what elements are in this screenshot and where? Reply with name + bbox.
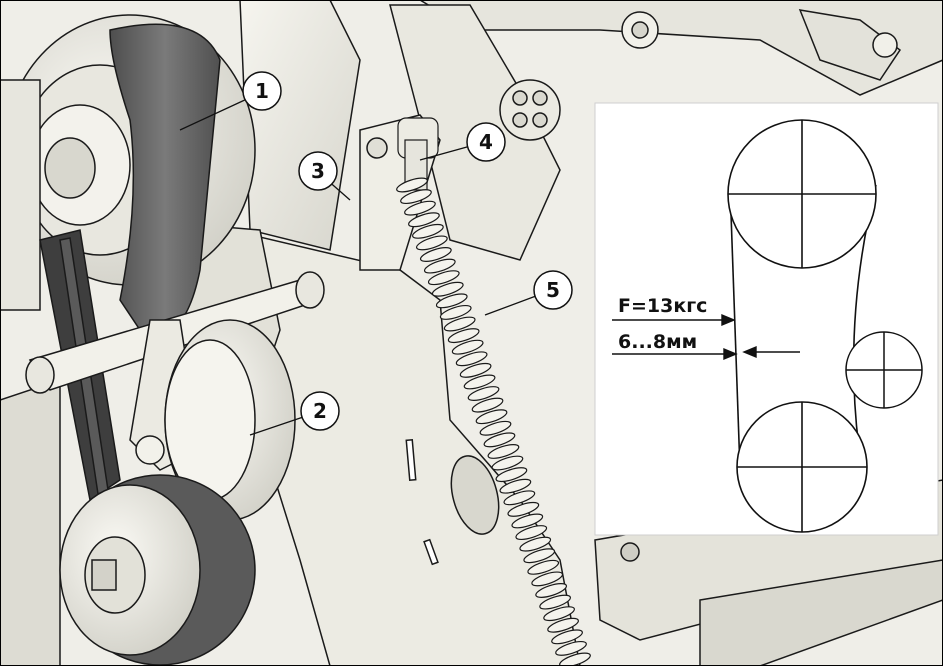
spring-coil — [527, 559, 560, 575]
spring-coil — [507, 501, 540, 517]
spring-coil — [435, 293, 468, 309]
callout-3-label: 3 — [311, 159, 325, 183]
callout-5-label: 5 — [546, 278, 560, 302]
spring-coil — [559, 652, 591, 666]
tension-inset: F=13кгс 6...8мм — [594, 102, 939, 536]
spring-coil — [479, 420, 512, 436]
spring-coil — [535, 583, 568, 598]
spring-coil — [408, 212, 440, 228]
spring-coil — [543, 606, 575, 622]
spring-coil — [427, 270, 460, 286]
callout-4-label: 4 — [479, 130, 493, 154]
spring-coil — [539, 594, 572, 610]
callout-4: 4 — [466, 122, 506, 162]
callout-5: 5 — [533, 270, 573, 310]
spring-coil — [523, 548, 556, 564]
spring-coil — [487, 444, 520, 459]
callout-2-label: 2 — [313, 399, 327, 423]
spring-coils — [396, 177, 591, 666]
spring-coil — [415, 235, 448, 251]
spring-coil — [451, 339, 484, 355]
spring-coil — [419, 247, 452, 262]
spring-coil — [459, 362, 492, 378]
spring-coil — [471, 397, 504, 413]
spring-coil — [423, 258, 456, 274]
spring-coil — [491, 455, 524, 471]
spring-coil — [551, 629, 583, 645]
callout-1-label: 1 — [255, 79, 269, 103]
spring-coil — [443, 316, 476, 332]
spring-coil — [547, 617, 579, 633]
spring-coil — [503, 490, 536, 506]
spring-coil — [400, 189, 432, 205]
callout-3: 3 — [298, 151, 338, 191]
deflection-label: 6...8мм — [618, 331, 697, 353]
spring-coil — [439, 304, 472, 320]
spring-coil — [555, 640, 587, 656]
callout-1: 1 — [242, 71, 282, 111]
tension-spring — [397, 117, 439, 191]
force-label: F=13кгс — [618, 295, 707, 317]
idler-pulley — [164, 319, 296, 521]
callout-2: 2 — [300, 391, 340, 431]
spring-coil — [463, 374, 496, 390]
spring-coil — [467, 386, 500, 401]
inset-top-pulley — [727, 119, 877, 269]
spring-coil — [495, 467, 528, 483]
spring-coil — [511, 513, 544, 529]
lower-pulley — [59, 474, 256, 666]
spring-coil — [431, 281, 464, 297]
inset-force-arrow — [612, 313, 800, 361]
inset-idler-pulley — [845, 331, 923, 409]
spring-coil — [519, 536, 552, 552]
spring-coil — [483, 432, 516, 448]
spring-coil — [396, 177, 428, 193]
spring-coil — [447, 328, 480, 344]
spring-coil — [455, 351, 488, 367]
spring-coil — [515, 525, 548, 541]
spring-coil — [499, 478, 532, 494]
spring-coil — [531, 571, 564, 587]
spring-coil — [475, 409, 508, 425]
inset-bottom-pulley — [736, 401, 868, 533]
spring-coil — [412, 223, 444, 239]
spring-coil — [404, 200, 436, 216]
